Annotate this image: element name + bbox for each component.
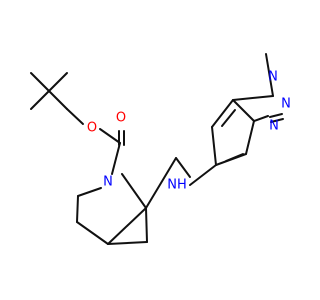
bond-cyclopropane-2: [145, 207, 148, 243]
bond-methylene-to-nh: [175, 157, 191, 178]
bond-pyrrolidine-5: [121, 173, 147, 209]
bond-n1-methyl: [265, 53, 274, 97]
molecule-structure: O O N NH N N N: [30, 53, 291, 245]
bond-tbu-methyl-3: [48, 72, 68, 92]
triazole-n3-label: N: [269, 119, 279, 134]
bond-pyrrolidine-1: [77, 187, 102, 197]
ester-oxygen-label: O: [87, 121, 97, 136]
carbonyl-oxygen-label: O: [116, 111, 126, 126]
bond-tbu-to-ester-oxygen: [66, 108, 84, 125]
bond-ring-to-methylene: [145, 157, 177, 209]
pyrrolidine-nitrogen-label: N: [103, 175, 113, 190]
triazole-n1-label: N: [268, 70, 278, 85]
bond-triazole-1: [253, 115, 269, 122]
bond-ester-oxygen-to-carbonyl: [99, 128, 121, 144]
bond-tbu-methyl-1: [30, 72, 50, 92]
triazole-n2-label: N: [281, 97, 291, 112]
bond-triazole-2: [232, 95, 274, 101]
molecule-canvas: O O N NH N N N: [30, 53, 291, 245]
bond-benzene-inner-1: [221, 109, 236, 127]
bond-tbu-central-1: [48, 90, 68, 110]
bond-pyrrolidine-4: [107, 207, 147, 245]
bond-carbonyl-to-nitrogen: [111, 142, 121, 175]
bond-nh-to-arene: [189, 164, 217, 186]
bond-benzene-5: [211, 99, 234, 128]
bond-triazole-double-2: [270, 118, 284, 123]
bond-pyrrolidine-3: [76, 221, 109, 245]
amine-nitrogen-label: NH: [167, 178, 187, 193]
bond-benzene-3: [245, 120, 255, 155]
bond-benzene-4: [232, 99, 255, 122]
bond-cyclopropane-1: [107, 241, 148, 245]
bond-pyrrolidine-2: [76, 195, 79, 223]
bond-tbu-methyl-2: [30, 90, 50, 110]
bond-triazole-double-1: [269, 113, 283, 118]
bond-benzene-1: [211, 126, 217, 166]
bond-benzene-inner-2: [225, 153, 244, 162]
